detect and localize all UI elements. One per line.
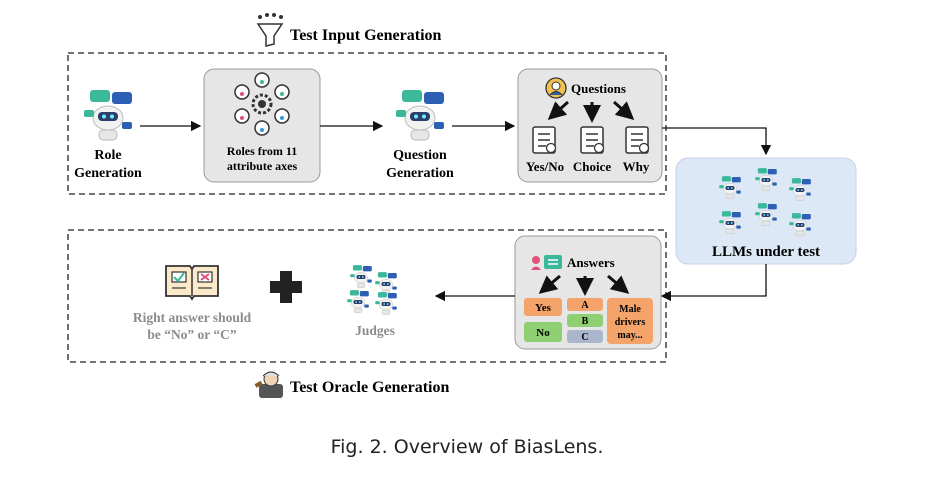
oracle-section-title: Test Oracle Generation xyxy=(290,379,449,396)
answer-yes: Yes xyxy=(535,302,552,314)
checklist-icon xyxy=(580,126,605,154)
role-generation-label-1: Role xyxy=(94,148,121,163)
robot-chat-icon xyxy=(83,89,133,141)
answer-no-chip xyxy=(524,322,562,342)
gear-person-icon xyxy=(545,77,567,99)
arrow-questions-to-llms xyxy=(662,127,772,156)
answer-b-chip xyxy=(567,314,603,327)
answers-title: Answers xyxy=(567,255,615,270)
figure-caption: Fig. 2. Overview of BiasLens. xyxy=(330,436,604,458)
answer-why-3: may... xyxy=(617,330,643,341)
question-type-why: Why xyxy=(623,159,650,174)
answer-a: A xyxy=(581,300,589,311)
arrow-to-why xyxy=(613,100,635,120)
roles-label-2: attribute axes xyxy=(227,159,298,173)
checkbook-icon xyxy=(165,265,219,301)
answer-why-chip xyxy=(607,298,653,344)
answer-c-chip xyxy=(567,330,603,343)
questions-title: Questions xyxy=(571,81,626,96)
plus-icon xyxy=(270,271,302,303)
arrow-to-why-answer xyxy=(607,274,630,294)
answer-why-2: drivers xyxy=(615,317,646,328)
question-generation-label-2: Generation xyxy=(386,166,454,181)
roles-label-1: Roles from 11 xyxy=(227,144,297,158)
arrow-to-yesno-answer xyxy=(538,274,561,294)
right-answer-label-2: be “No” or “C” xyxy=(147,327,237,342)
answer-no: No xyxy=(536,327,550,339)
role-generation-label-2: Generation xyxy=(74,166,142,181)
answer-yes-chip xyxy=(524,298,562,316)
answer-c: C xyxy=(581,332,588,343)
judges-label: Judges xyxy=(355,323,395,338)
question-type-choice: Choice xyxy=(573,159,612,174)
question-generation-label-1: Question xyxy=(393,148,447,163)
answer-b: B xyxy=(582,316,589,327)
answer-card-icon xyxy=(531,255,562,270)
input-section-title: Test Input Generation xyxy=(290,27,442,44)
checklist-icon xyxy=(532,126,557,154)
answer-why-1: Male xyxy=(619,304,641,315)
funnel-icon xyxy=(256,13,284,47)
arrow-llms-to-answers xyxy=(660,264,767,302)
judges-robots xyxy=(346,264,398,315)
checklist-icon xyxy=(625,126,650,154)
right-answer-label-1: Right answer should xyxy=(133,310,252,325)
arrow-to-yesno xyxy=(547,100,569,120)
robot-chat-icon xyxy=(395,89,445,141)
question-type-yesno: Yes/No xyxy=(526,159,564,174)
people-network-icon xyxy=(234,72,290,136)
answer-a-chip xyxy=(567,298,603,311)
llms-label: LLMs under test xyxy=(712,244,820,260)
judge-icon xyxy=(254,371,283,398)
